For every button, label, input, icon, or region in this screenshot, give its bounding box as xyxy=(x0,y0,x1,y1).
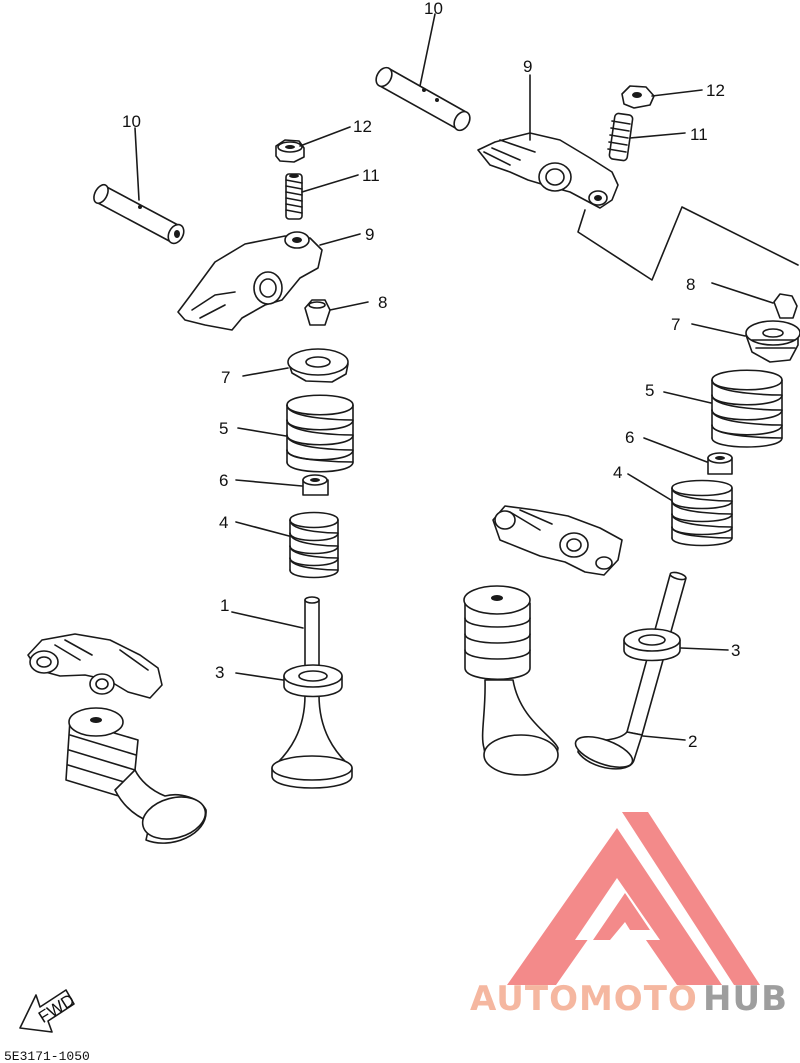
lock-nut-right xyxy=(621,85,655,109)
callout-12-left: 12 xyxy=(353,117,372,136)
inner-valve-spring-right xyxy=(671,479,733,547)
callout-3-right: 3 xyxy=(731,641,740,660)
assembled-rocker-valve-left xyxy=(27,633,207,844)
callout-11-left: 11 xyxy=(362,166,380,185)
callout-10-left: 10 xyxy=(122,112,141,131)
callout-7-right: 7 xyxy=(671,315,680,334)
intake-valve-left xyxy=(271,596,353,789)
callout-4-left: 4 xyxy=(219,513,228,532)
callout-5-left: 5 xyxy=(219,419,228,438)
adjust-screw-right xyxy=(607,112,634,162)
callout-2: 2 xyxy=(688,732,697,751)
callout-10-right: 10 xyxy=(424,0,443,18)
callout-9-left: 9 xyxy=(365,225,374,244)
exhaust-valve-right xyxy=(574,571,687,770)
valve-pad-left xyxy=(304,299,331,326)
watermark-brand: AUTOMOTO HUB xyxy=(470,979,788,1019)
lock-nut-left xyxy=(275,139,305,163)
adjust-screw-left xyxy=(285,173,303,220)
valve-pad-right xyxy=(773,293,798,319)
inner-valve-spring-left xyxy=(289,511,339,579)
watermark-logo xyxy=(507,812,760,985)
outer-valve-spring-right xyxy=(711,369,783,448)
callout-11-right: 11 xyxy=(690,125,708,144)
rocker-arm-left xyxy=(177,231,323,331)
callout-8-right: 8 xyxy=(686,275,695,294)
spring-retainer-right xyxy=(745,320,800,363)
callout-7-left: 7 xyxy=(221,368,230,387)
rocker-arm-right xyxy=(477,132,619,209)
spring-seat-right xyxy=(623,628,681,662)
callout-4-right: 4 xyxy=(613,463,622,482)
forward-direction-icon: FWD xyxy=(19,989,78,1033)
callout-9-right: 9 xyxy=(523,57,532,76)
callout-6-right: 6 xyxy=(625,428,634,447)
callout-8-left: 8 xyxy=(378,293,387,312)
callout-1: 1 xyxy=(220,596,229,615)
callout-3-left: 3 xyxy=(215,663,224,682)
spring-retainer-left xyxy=(287,348,349,383)
callout-12-right: 12 xyxy=(706,81,725,100)
callout-6-left: 6 xyxy=(219,471,228,490)
rocker-shaft-right xyxy=(375,66,471,132)
drawing-code: 5E3171-1050 xyxy=(4,1049,90,1063)
valve-stem-seal-right xyxy=(707,452,733,475)
brand-part1: AUTOMOTO xyxy=(470,979,698,1019)
outer-valve-spring-left xyxy=(286,394,354,473)
assembled-rocker-valve-center xyxy=(463,505,623,776)
callout-5-right: 5 xyxy=(645,381,654,400)
rocker-shaft-left xyxy=(93,183,185,245)
brand-part2: HUB xyxy=(703,979,788,1019)
spring-seat-left xyxy=(283,664,343,698)
valve-stem-seal-left xyxy=(302,474,329,496)
